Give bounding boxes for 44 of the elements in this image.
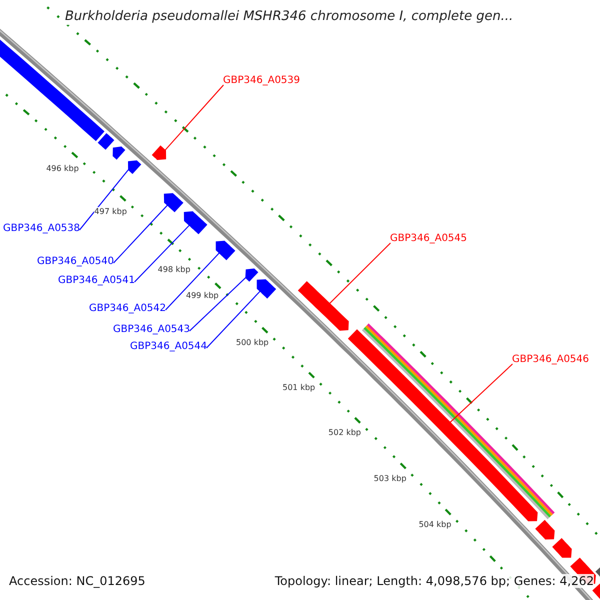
footer-text: Topology: linear; Length: 4,098,576 bp; Genes: 4,262 (274, 574, 594, 588)
gene-block (128, 160, 142, 174)
gene-block (0, 40, 104, 142)
gene-label: GBP346_A0545 (390, 233, 468, 245)
gene-block (164, 193, 184, 212)
gene-block (112, 146, 126, 160)
gene-label: GBP346_A0540 (37, 256, 114, 268)
gene-label: GBP346_A0542 (89, 303, 166, 315)
gene-block (216, 240, 236, 260)
gene-block (98, 133, 114, 150)
scale-label: 499 kbp (186, 291, 219, 301)
leader-line (329, 242, 391, 304)
leader-line (450, 364, 513, 423)
gene-label: GBP346_A0543 (113, 324, 190, 336)
leader-line (134, 224, 190, 282)
gene-label: GBP346_A0541 (58, 275, 136, 287)
scale-label: 504 kbp (418, 520, 452, 530)
leader-line (113, 204, 168, 264)
footer-text: Accession: NC_012695 (9, 574, 146, 588)
gene-block (592, 584, 600, 599)
gene-block (245, 268, 258, 282)
scale-label: 502 kbp (328, 428, 361, 438)
gene-block (552, 538, 572, 558)
leader-line (189, 277, 246, 332)
scale-label: 496 kbp (46, 164, 79, 174)
gene-block (152, 145, 166, 160)
gene-block (298, 281, 349, 331)
gene-label: GBP346_A0544 (130, 341, 208, 353)
leader-line (165, 252, 220, 310)
gene-label: GBP346_A0538 (3, 223, 80, 235)
leader-line (206, 290, 261, 348)
gene-block (535, 520, 555, 540)
scale-label: 503 kbp (374, 474, 406, 484)
leader-line (164, 84, 224, 151)
gene-label: GBP346_A0546 (512, 354, 590, 366)
map-title: Burkholderia pseudomallei MSHR346 chromosome I, complete gen... (65, 9, 514, 25)
leader-line (79, 169, 129, 230)
gene-block (256, 279, 276, 299)
scale-label: 501 kbp (282, 383, 316, 393)
gene-label: GBP346_A0539 (223, 75, 300, 87)
gene-block (184, 211, 208, 234)
scale-label: 500 kbp (236, 338, 269, 348)
scale-label: 497 kbp (94, 206, 127, 216)
scale-label: 498 kbp (158, 264, 190, 274)
